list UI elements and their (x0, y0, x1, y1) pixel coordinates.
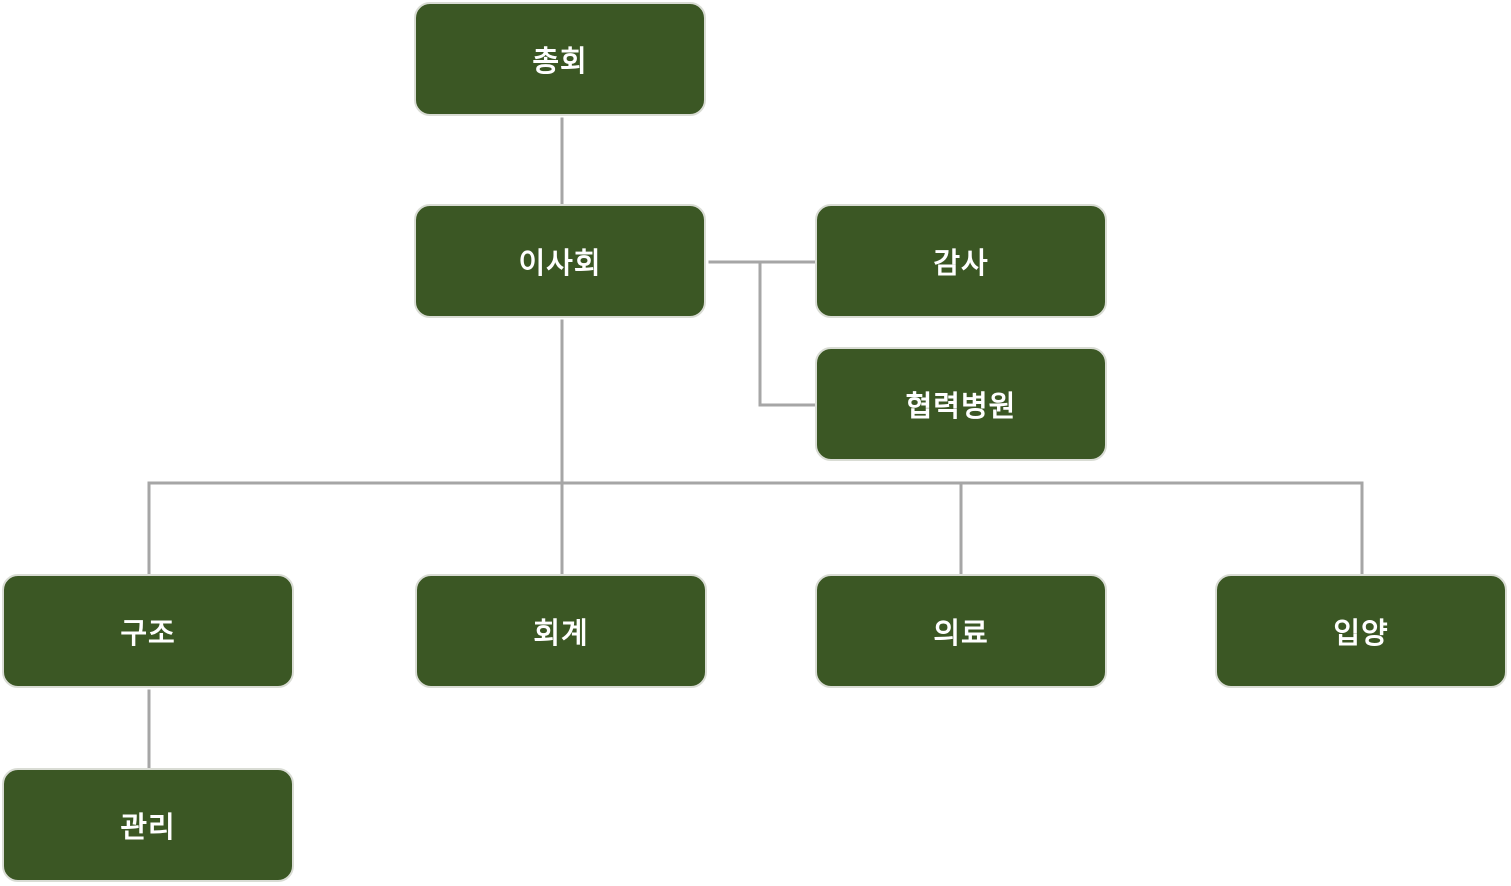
node-label: 회계 (533, 616, 589, 650)
node-label: 감사 (933, 246, 989, 280)
node-label: 입양 (1333, 616, 1389, 650)
node-general-assembly: 총회 (414, 2, 706, 116)
node-rescue: 구조 (2, 574, 294, 688)
node-medical: 의료 (815, 574, 1107, 688)
node-adoption: 입양 (1215, 574, 1507, 688)
node-management: 관리 (2, 768, 294, 882)
node-label: 의료 (933, 616, 989, 650)
node-accounting: 회계 (415, 574, 707, 688)
node-board: 이사회 (414, 204, 706, 318)
node-label: 이사회 (518, 246, 602, 280)
node-label: 관리 (120, 810, 176, 844)
node-label: 협력병원 (905, 389, 1017, 423)
node-label: 총회 (532, 44, 588, 78)
node-partner-hospital: 협력병원 (815, 347, 1107, 461)
node-audit: 감사 (815, 204, 1107, 318)
node-label: 구조 (120, 616, 176, 650)
